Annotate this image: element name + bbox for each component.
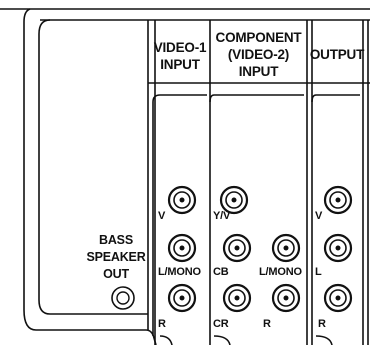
bass-line1: BASS — [99, 233, 133, 247]
video1-v-label: V — [158, 210, 166, 222]
component-cb-jack — [222, 233, 252, 263]
video1-header-line2: INPUT — [160, 57, 200, 72]
video1-r-label: R — [158, 318, 166, 330]
component-header-line1: COMPONENT — [215, 30, 302, 45]
component-y-jack — [219, 185, 249, 215]
component-cr-label: CR — [213, 318, 229, 330]
output-l-label: L — [315, 266, 322, 278]
component-header-line2: (VIDEO-2) — [227, 47, 290, 62]
bass-speaker-jack — [111, 286, 135, 310]
bass-line2: SPEAKER — [86, 250, 146, 264]
component-cr-jack — [222, 283, 252, 313]
video1-lmono-label: L/MONO — [158, 266, 201, 278]
video1-header-line1: VIDEO-1 — [153, 40, 207, 55]
video1-input-header: VIDEO-1 INPUT — [151, 39, 209, 73]
component-l-jack — [271, 233, 301, 263]
component-header-line3: INPUT — [238, 64, 279, 79]
component-cb-label: CB — [213, 266, 229, 278]
bass-line3: OUT — [103, 267, 129, 281]
component-yv-label: Y/V — [213, 210, 231, 222]
bass-speaker-out-label: BASS SPEAKER OUT — [84, 232, 148, 283]
output-v-label: V — [315, 210, 323, 222]
output-header: OUTPUT — [309, 47, 365, 62]
component-lmono-label: L/MONO — [259, 266, 302, 278]
output-r-jack — [323, 283, 353, 313]
output-v-jack — [323, 185, 353, 215]
output-r-label: R — [318, 318, 326, 330]
output-l-jack — [323, 233, 353, 263]
video1-v-jack — [167, 185, 197, 215]
component-input-header: COMPONENT (VIDEO-2) INPUT — [210, 29, 307, 80]
video1-r-jack — [167, 283, 197, 313]
video1-l-jack — [167, 233, 197, 263]
component-r-jack — [271, 283, 301, 313]
component-r-label: R — [263, 318, 271, 330]
